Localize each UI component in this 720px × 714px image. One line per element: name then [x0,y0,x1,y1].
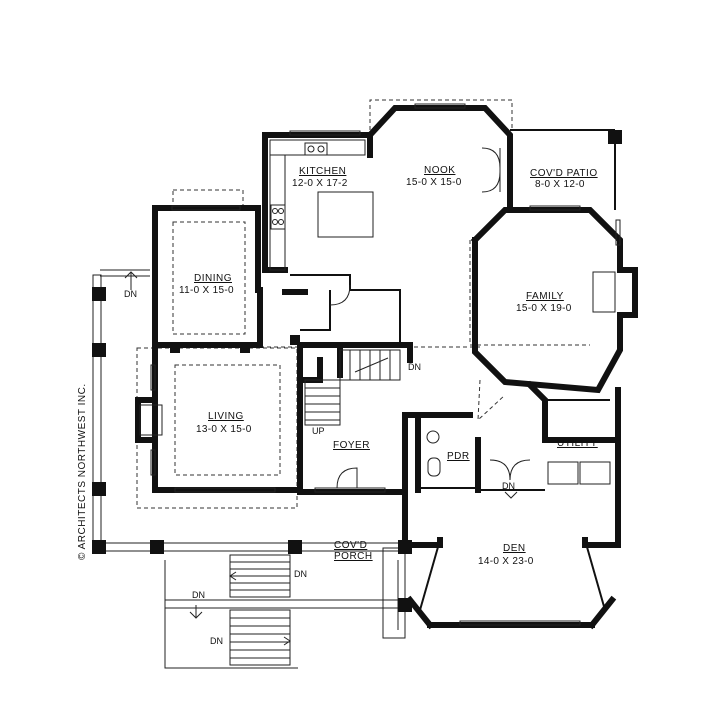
dn-label-den: DN [502,481,515,491]
room-dining: DINING 11-0 X 15-0 [179,273,234,296]
room-kitchen: KITCHEN 12-0 X 17-2 [292,166,348,189]
room-family: FAMILY 15-0 X 19-0 [516,291,572,314]
room-den: DEN 14-0 X 23-0 [478,543,534,567]
kitchen-name: KITCHEN [299,166,346,177]
dn-label-porch-3: DN [210,636,223,646]
porch-name-line1: COV'D [334,540,367,551]
kitchen-dims: 12-0 X 17-2 [292,178,348,189]
utility-name: UTILITY [557,438,598,449]
nook-name: NOOK [424,165,455,176]
dining-dims: 11-0 X 15-0 [179,285,234,296]
den-dims: 14-0 X 23-0 [478,556,534,567]
family-dims: 15-0 X 19-0 [516,303,572,314]
porch-name-line2: PORCH [334,551,373,562]
room-nook: NOOK 15-0 X 15-0 [406,165,462,188]
main-stair [304,349,401,426]
dn-label-stair: DN [408,362,421,372]
living-name: LIVING [208,411,244,422]
pdr-name: PDR [447,451,470,462]
stair-labels: UP DN DN DN DN DN DN [124,271,518,646]
room-porch: COV'D PORCH [334,540,373,562]
doors-fixtures [329,147,611,489]
room-living: LIVING 13-0 X 15-0 [196,411,252,435]
dining-name: DINING [194,273,232,284]
patio-dims: 8-0 X 12-0 [535,179,585,190]
living-dims: 13-0 X 15-0 [196,424,252,435]
dn-label-porch-2: DN [192,590,205,600]
foyer-name: FOYER [333,440,370,451]
den-name: DEN [503,543,526,554]
kitchen-fixtures [269,139,374,271]
family-name: FAMILY [526,291,564,302]
nook-dims: 15-0 X 15-0 [406,177,462,188]
windows [150,103,621,626]
dn-label-porch-side: DN [124,289,137,299]
copyright-text: © ARCHITECTS NORTHWEST INC. [77,383,88,560]
room-patio: COV'D PATIO 8-0 X 12-0 [530,168,598,190]
up-label: UP [312,426,325,436]
porch-stairs [164,554,405,669]
patio-name: COV'D PATIO [530,168,598,179]
posts [92,130,622,612]
dn-label-porch-1: DN [294,569,307,579]
